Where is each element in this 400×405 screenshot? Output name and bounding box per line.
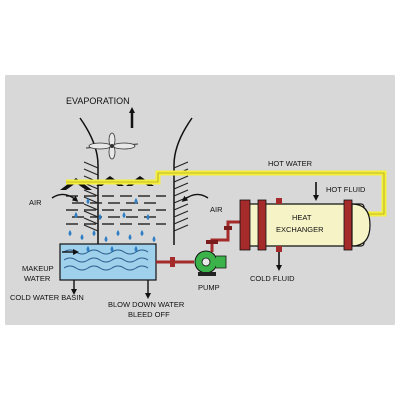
heat-exchanger-label-line1: HEAT: [292, 213, 312, 222]
air-left-label: AIR: [29, 198, 42, 207]
hot-fluid-label: HOT FLUID: [326, 185, 366, 194]
heat-exchanger-label-line2: EXCHANGER: [276, 225, 324, 234]
basin-drop-accents: [86, 246, 138, 252]
heat-exchanger: [239, 198, 371, 252]
louvers-left: [83, 161, 99, 232]
water-drop-icon: [68, 198, 156, 242]
pump-icon: [194, 250, 227, 276]
pipe-flange-2: [224, 226, 232, 230]
blowdown-label-line2: BLEED OFF: [128, 310, 170, 319]
cold-water-basin-label: COLD WATER BASIN: [10, 293, 84, 302]
pump-label: PUMP: [198, 283, 220, 292]
cold-fluid-label: COLD FLUID: [250, 274, 295, 283]
air-left-arrow-icon: [51, 193, 79, 202]
fan-icon: [85, 132, 139, 160]
evaporation-label: EVAPORATION: [66, 96, 130, 106]
makeup-label-line1: MAKEUP: [22, 264, 54, 273]
background-panel: [5, 75, 395, 325]
hot-water-label: HOT WATER: [268, 159, 313, 168]
hot-water-pipe-edge: [66, 172, 385, 215]
air-right-label: AIR: [210, 205, 223, 214]
tower-outline-right: [173, 117, 193, 245]
blowdown-label-line1: BLOW DOWN WATER: [108, 300, 185, 309]
makeup-label-line2: WATER: [24, 274, 51, 283]
air-right-arrow-icon: [181, 193, 209, 202]
outlet-valve: [170, 257, 175, 267]
pipe-flange-1: [206, 240, 218, 244]
